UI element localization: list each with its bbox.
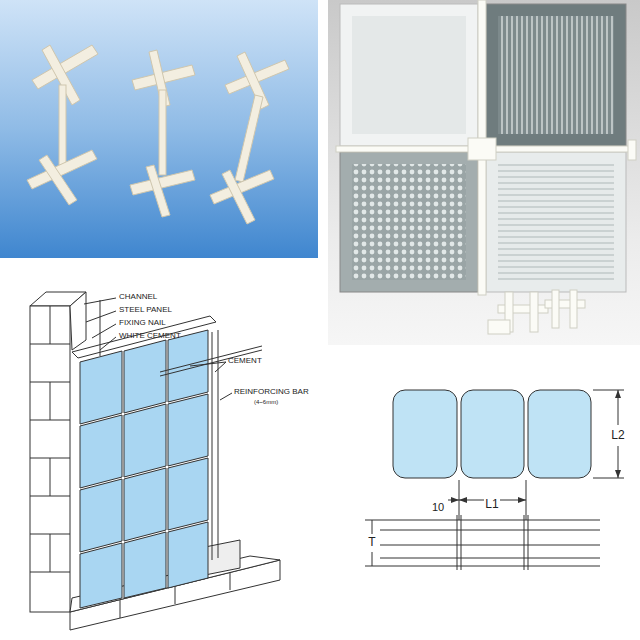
dimension-label: L1: [484, 498, 499, 511]
part-label: WHITE CEMENT: [119, 332, 181, 341]
part-label: CEMENT: [228, 357, 262, 366]
part-label: (4~6mm): [254, 399, 278, 406]
dimension-label: T: [367, 536, 376, 549]
part-label: FIXING NAIL: [119, 319, 166, 328]
dimension-label: L2: [610, 429, 625, 442]
part-label: CHANNEL: [119, 293, 157, 302]
part-label: REINFORCING BAR: [234, 388, 309, 397]
part-label: STEEL PANEL: [119, 306, 172, 315]
dimension-label: 10: [431, 501, 445, 513]
